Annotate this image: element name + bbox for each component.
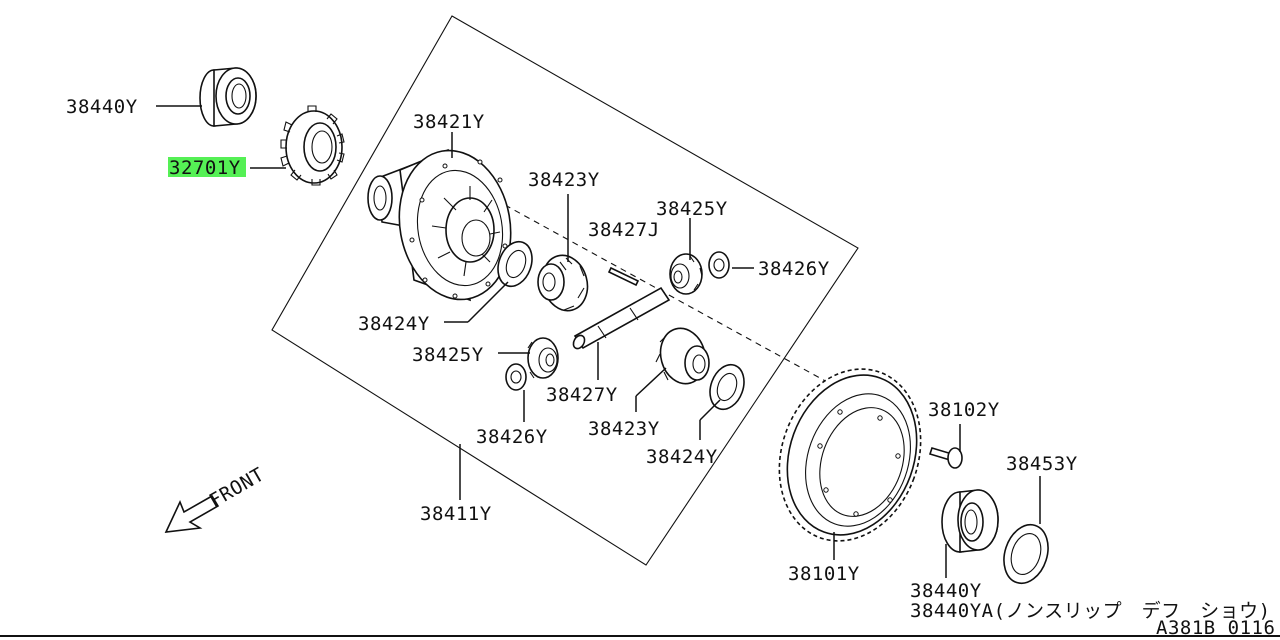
label-38411y[interactable]: 38411Y (420, 503, 492, 525)
label-38425y-top[interactable]: 38425Y (656, 198, 728, 220)
label-38440y-bottom[interactable]: 38440Y (910, 580, 982, 602)
side-gear-38423y-upper[interactable] (537, 250, 594, 315)
washer-38424y-upper[interactable] (492, 237, 538, 291)
front-arrow-icon (164, 494, 220, 533)
label-38440ya[interactable]: 38440YA(ノンスリップ デフ ショウ) (910, 600, 1271, 622)
label-38440y-top[interactable]: 38440Y (66, 96, 138, 118)
label-38427j[interactable]: 38427J (588, 219, 660, 241)
label-38424y-left[interactable]: 38424Y (358, 313, 430, 335)
label-38101y[interactable]: 38101Y (788, 563, 860, 585)
side-gear-38423y-lower[interactable] (655, 323, 712, 388)
bearing-38440y-top[interactable] (199, 67, 257, 127)
shaft-38427y[interactable] (571, 286, 671, 351)
shim-38453y[interactable] (997, 519, 1055, 589)
label-38421y[interactable]: 38421Y (413, 111, 485, 133)
pinion-38425y-upper[interactable] (669, 253, 703, 295)
gear-32701y[interactable] (280, 105, 345, 186)
bearing-38440y-bottom[interactable] (941, 489, 999, 553)
washer-38424y-lower[interactable] (704, 360, 750, 414)
pinion-38425y-lower[interactable] (527, 337, 559, 379)
label-38423y-bottom[interactable]: 38423Y (588, 418, 660, 440)
washer-38426y-upper[interactable] (708, 251, 730, 279)
washer-38426y-lower[interactable] (505, 363, 527, 391)
leader-lines (156, 105, 1041, 578)
label-38423y-top[interactable]: 38423Y (528, 169, 600, 191)
label-38425y-left[interactable]: 38425Y (412, 344, 484, 366)
label-32701y[interactable]: 32701Y (169, 157, 241, 179)
ring-gear-38101y[interactable] (756, 349, 944, 561)
front-label: FRONT (206, 463, 269, 512)
label-38102y[interactable]: 38102Y (928, 399, 1000, 421)
label-38424y-bottom[interactable]: 38424Y (646, 446, 718, 468)
label-38426y-top[interactable]: 38426Y (758, 258, 830, 280)
assembly-boundary (271, 15, 859, 566)
label-38453y[interactable]: 38453Y (1006, 453, 1078, 475)
diff-case-38421y[interactable] (367, 142, 522, 309)
label-38426y-bottom[interactable]: 38426Y (476, 426, 548, 448)
assembly-axis (504, 204, 861, 401)
diagram-code: A381B 0116 (1156, 617, 1275, 639)
highlight-32701y (168, 157, 246, 177)
label-38427y[interactable]: 38427Y (546, 384, 618, 406)
pin-38427j[interactable] (607, 266, 640, 287)
bolt-38102y[interactable] (928, 447, 963, 469)
